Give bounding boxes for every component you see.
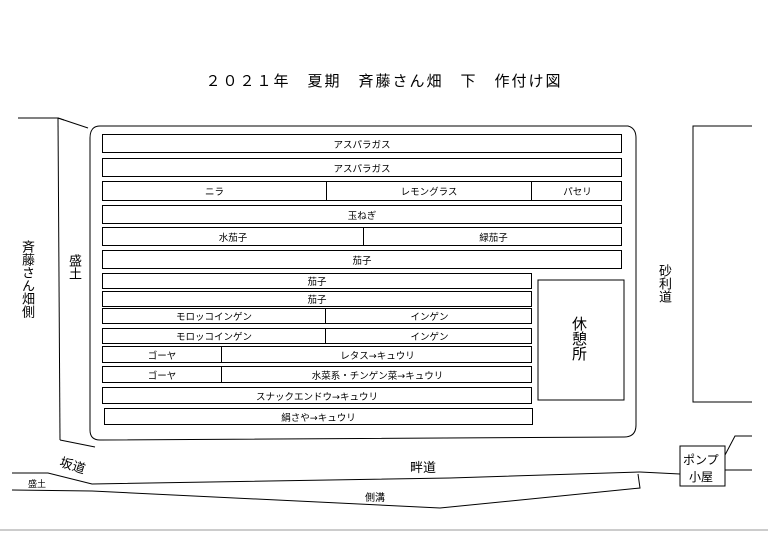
slope-line [12,471,641,485]
bed-eggplant-2: 茄子 [102,273,532,289]
bed-cell: パセリ [531,182,623,200]
bed-eggplant-varieties: 水茄子 緑茄子 [102,227,622,246]
bed-cell: 水茄子 [218,232,248,244]
bed-cell: 茄子 [307,277,327,288]
small-mound-label: 盛土 [28,480,47,490]
bed-cell: 玉ねぎ [347,210,377,222]
gravel-road-label: 砂利道 [656,264,671,303]
page-title: ２０２１年 夏期 斉藤さん畑 下 作付け図 [205,72,563,90]
bed-cell: アスパラガス [333,139,391,151]
bed-onion: 玉ねぎ [102,205,622,224]
bed-cell: インゲン [325,329,533,343]
bed-cell: ニラ [204,187,224,198]
bed-cell: ゴーヤ [147,350,177,362]
rest-area-label: 休憩所 [570,316,588,361]
bed-cell: 茄子 [307,295,327,306]
bed-asparagus-2: アスパラガス [102,158,622,177]
mound-strip [57,117,89,129]
ditch-label: 側溝 [365,493,385,504]
left-owner-label: 斉藤さん畑側 [19,240,34,318]
bed-cell: スナックエンドウ→キュウリ [256,391,378,403]
field-boundary [89,125,637,441]
bed-cell: 絹さや→キュウリ [281,412,356,424]
bed-beans-1: モロッコインゲン インゲン [102,308,532,324]
bed-cell: モロッコインゲン [175,312,252,323]
bed-cell: レモングラス [326,182,531,200]
bed-goya-lettuce: ゴーヤ レタス→キュウリ [102,346,532,363]
bed-snap-pea: スナックエンドウ→キュウリ [102,387,532,404]
bed-snow-pea: 絹さや→キュウリ [104,408,533,425]
bed-cell: 茄子 [352,255,372,267]
pump-house-label-1: ポンプ [683,453,719,467]
bed-eggplant-1: 茄子 [102,250,622,269]
pump-house-label-2: 小屋 [689,470,714,484]
bed-goya-greens: ゴーヤ 水菜系・チンゲン菜→キュウリ [102,366,532,383]
bed-cell: モロッコインゲン [175,332,252,343]
pump-house [679,445,726,487]
rest-area-building [537,279,625,401]
ditch-line [11,473,641,509]
bed-asparagus-1: アスパラガス [102,134,622,153]
bed-beans-2: モロッコインゲン インゲン [102,328,532,344]
bed-eggplant-3: 茄子 [102,291,532,307]
mound-label: 盛土 [66,254,81,280]
left-field-boundary [18,117,65,121]
bed-cell: アスパラガス [333,163,391,175]
gravel-road-edge [692,125,752,403]
bed-cell: 水菜系・チンゲン菜→キュウリ [221,367,533,382]
bed-cell: レタス→キュウリ [221,347,533,362]
ridge-path-label: 畔道 [410,461,437,476]
bed-herbs: ニラ レモングラス パセリ [102,181,622,201]
bed-cell: インゲン [325,309,533,323]
bed-cell: ゴーヤ [147,370,177,382]
bed-cell: 緑茄子 [363,228,623,245]
